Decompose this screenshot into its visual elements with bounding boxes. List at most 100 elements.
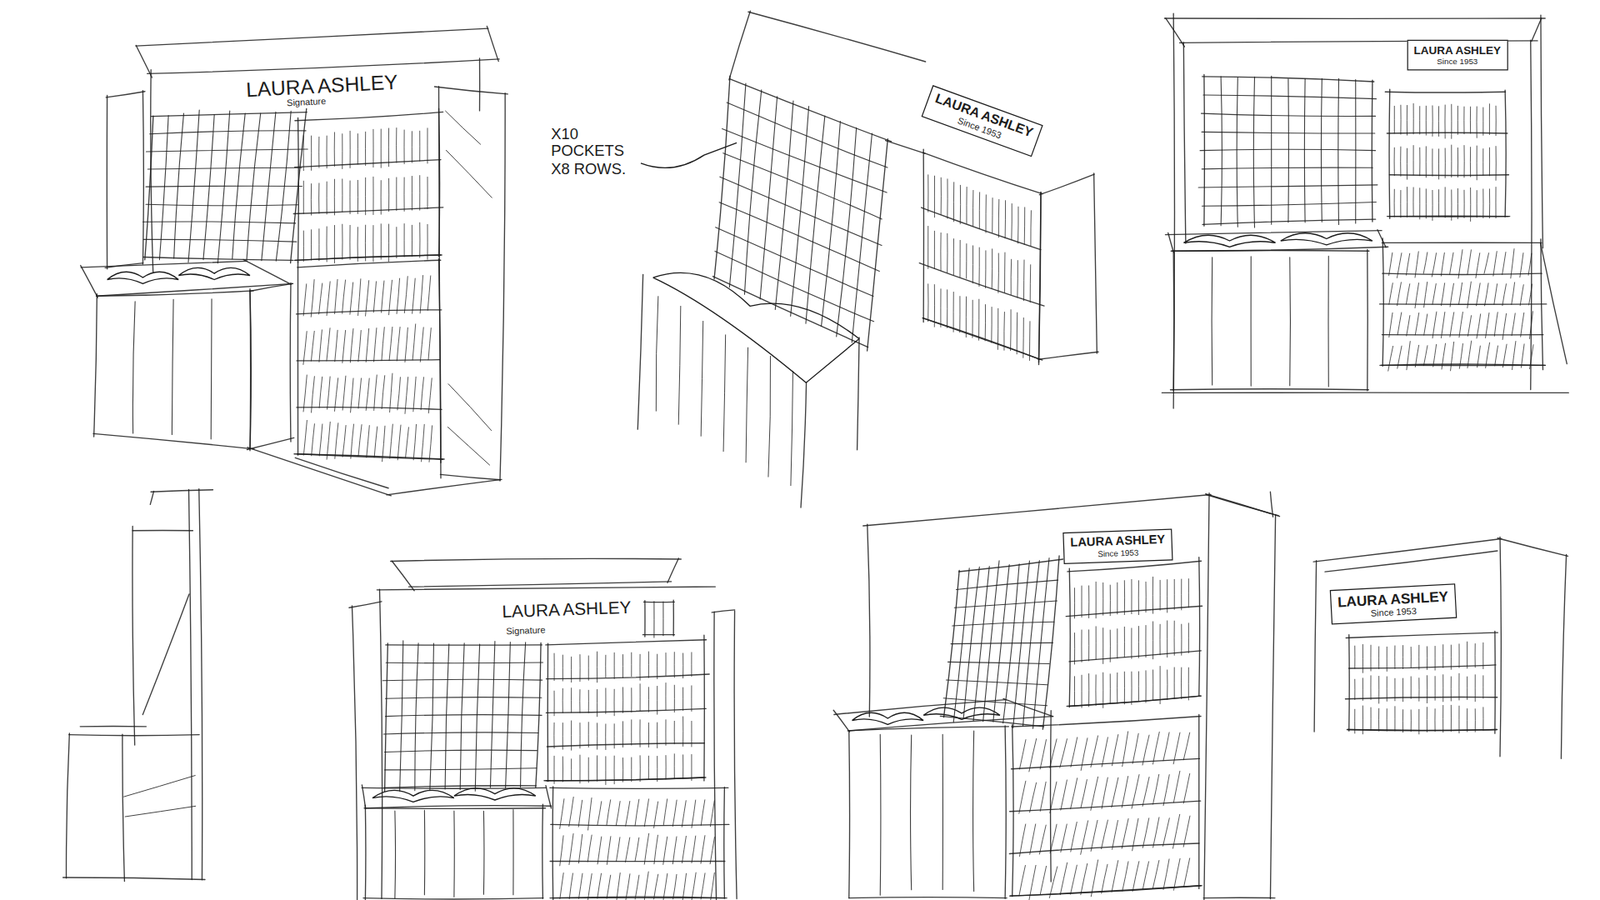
pencil-stroke [588, 757, 590, 783]
pencil-stroke [719, 202, 880, 272]
pencil-stroke [1152, 670, 1154, 700]
leader-line [640, 142, 737, 168]
pencil-stroke [1484, 253, 1489, 275]
pencil-stroke [1394, 678, 1395, 701]
pencil-stroke [1069, 568, 1070, 708]
pencil-stroke [745, 347, 748, 463]
pencil-stroke [720, 176, 882, 245]
pencil-stroke [1102, 582, 1104, 615]
pencil-stroke [1088, 630, 1090, 661]
pencil-stroke [1389, 252, 1393, 275]
open-book [178, 267, 250, 280]
pencil-stroke [357, 134, 359, 165]
pencil-stroke [1470, 147, 1471, 177]
pencil-stroke [959, 296, 960, 333]
pencil-stroke [1477, 345, 1481, 368]
pencil-stroke [1502, 252, 1506, 275]
pencil-stroke [1172, 250, 1370, 252]
pencil-stroke [1040, 781, 1046, 811]
pencil-stroke [372, 129, 374, 167]
pencil-stroke [1131, 775, 1140, 810]
pencil-stroke [372, 176, 374, 215]
pencil-stroke [1132, 818, 1139, 851]
pencil-stroke [690, 685, 692, 712]
pencil-stroke [644, 600, 645, 637]
pencil-stroke [150, 130, 306, 135]
pencil-stroke [1470, 106, 1471, 134]
pencil-stroke [681, 800, 686, 828]
pencil-stroke [1531, 18, 1542, 42]
pencil-stroke [1080, 630, 1082, 662]
pencil-stroke [381, 375, 385, 410]
pencil-stroke [1152, 621, 1154, 660]
pencil-stroke [1467, 340, 1472, 368]
pencil-stroke [1166, 580, 1168, 613]
pencil-stroke [1009, 843, 1200, 854]
pencil-stroke [940, 177, 942, 215]
pencil-stroke [1380, 364, 1545, 365]
pencil-stroke [554, 653, 555, 681]
pencil-stroke [674, 685, 675, 712]
pencil-stroke [142, 221, 295, 224]
pencil-stroke [311, 376, 315, 413]
pencil-stroke [453, 810, 455, 897]
pencil-stroke [880, 734, 882, 895]
pencil-stroke [550, 860, 725, 863]
pencil-stroke [412, 278, 416, 314]
pencil-stroke [1095, 675, 1096, 706]
pencil-stroke [350, 282, 354, 315]
pencil-stroke [1464, 190, 1465, 218]
pencil-stroke [1459, 282, 1463, 305]
pencil-stroke [326, 421, 330, 460]
pencil-stroke [479, 58, 481, 111]
pencil-stroke [349, 601, 382, 608]
pencil-stroke [1019, 865, 1026, 895]
pencil-stroke [997, 308, 999, 350]
pencil-stroke [1457, 188, 1459, 219]
pencil-stroke [734, 610, 737, 900]
pencil-stroke [1354, 679, 1355, 700]
pencil-stroke [965, 186, 967, 224]
pencil-stroke [662, 601, 664, 636]
pencil-stroke [341, 224, 343, 260]
pencil-stroke [1003, 311, 1005, 350]
pencil-stroke [1435, 645, 1436, 670]
pencil-stroke [550, 787, 729, 789]
pencil-stroke [1512, 341, 1516, 370]
pencil-stroke [365, 807, 545, 810]
pencil-stroke [1165, 18, 1185, 47]
pencil-stroke [545, 640, 707, 645]
pencil-stroke [132, 301, 135, 434]
pencil-stroke [1482, 107, 1484, 135]
pencil-stroke [990, 307, 992, 344]
pencil-stroke [145, 115, 154, 260]
pencil-stroke [1442, 675, 1444, 702]
pencil-stroke [1130, 671, 1132, 705]
pencil-stroke [991, 198, 993, 233]
pencil-stroke [672, 600, 675, 636]
pencil-stroke [1466, 676, 1468, 700]
pencil-stroke [1438, 106, 1440, 137]
pencil-stroke [1418, 709, 1420, 735]
pencil-stroke [365, 805, 367, 900]
pencil-stroke [978, 247, 980, 287]
brand-tagline: Since 1953 [1414, 56, 1502, 66]
pencil-stroke [1180, 624, 1182, 655]
pencil-stroke [596, 689, 598, 716]
pencil-stroke [715, 250, 875, 321]
pencil-stroke [682, 687, 684, 710]
pencil-stroke [1520, 285, 1524, 306]
pencil-stroke [142, 594, 190, 715]
pencil-stroke [1433, 344, 1437, 367]
pencil-stroke [1003, 698, 1054, 716]
pencil-stroke [1060, 824, 1067, 853]
pencil-stroke [578, 800, 582, 827]
pencil-stroke [1030, 210, 1032, 246]
pencil-stroke [1419, 188, 1420, 220]
pencil-stroke [295, 160, 441, 168]
pencil-stroke [569, 873, 573, 900]
pencil-stroke [1074, 588, 1075, 619]
pencil-stroke [80, 260, 247, 268]
pencil-stroke [379, 589, 382, 899]
pencil-stroke [1482, 189, 1484, 219]
